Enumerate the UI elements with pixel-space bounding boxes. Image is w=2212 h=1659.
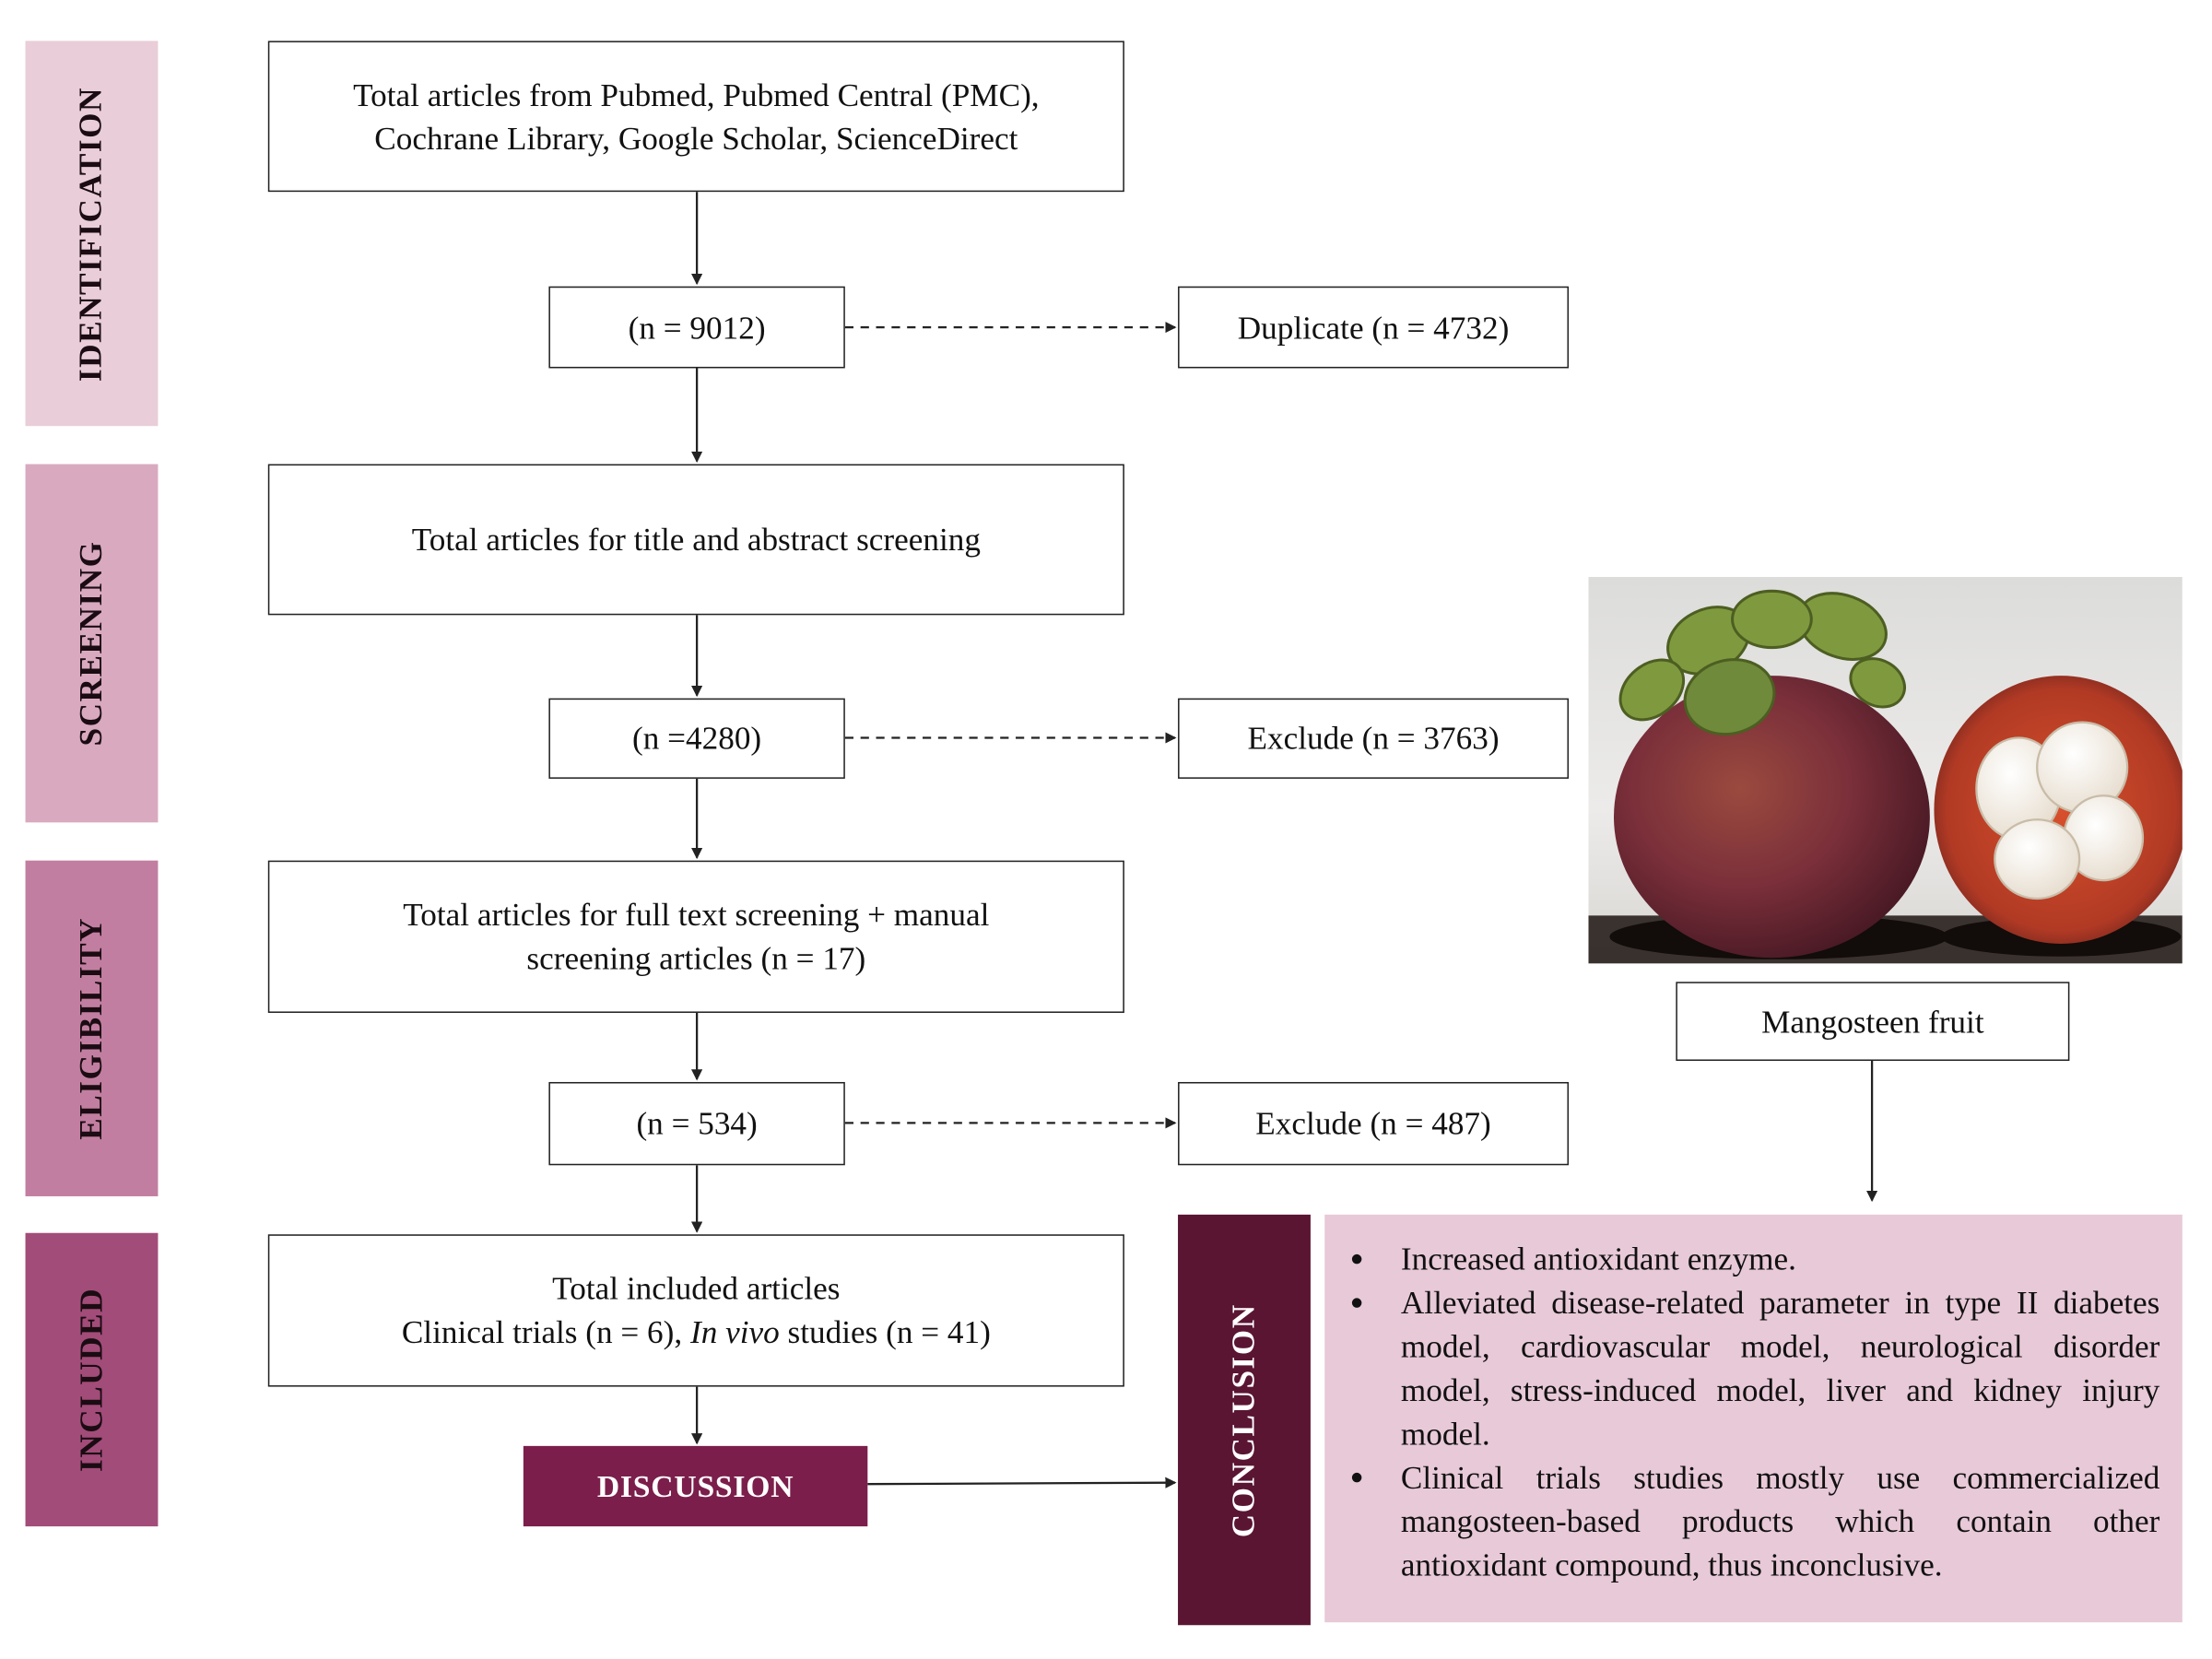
- box-total-articles: Total articles from Pubmed, Pubmed Centr…: [267, 41, 1124, 193]
- discussion-label: DISCUSSION: [596, 1467, 794, 1503]
- arrow-discussion-to-conclusion: [867, 1477, 1177, 1488]
- box-full-text-line-1: Total articles for full text screening +…: [403, 897, 990, 933]
- box-n-total: (n = 9012): [548, 286, 845, 369]
- box-mangosteen-fruit-label: Mangosteen fruit: [1761, 1004, 1984, 1040]
- conclusion-bullet: Alleviated disease-related parameter in …: [1339, 1281, 2160, 1456]
- box-n-screen-label: (n =4280): [632, 721, 762, 757]
- phase-eligibility: ELIGIBILITY: [25, 860, 159, 1196]
- box-included-counts: Clinical trials (n = 6), In vivo studies…: [402, 1311, 991, 1354]
- box-exclude-eligible: Exclude (n = 487): [1178, 1081, 1570, 1166]
- box-total-articles-line-1: Total articles from Pubmed, Pubmed Centr…: [353, 76, 1040, 112]
- box-n-eligible-label: (n = 534): [636, 1105, 758, 1142]
- box-full-text-line-2: screening articles (n = 17): [526, 940, 866, 977]
- mangosteen-fruit-image: [1588, 577, 2183, 964]
- box-duplicate-label: Duplicate (n = 4732): [1237, 309, 1510, 346]
- box-n-total-label: (n = 9012): [628, 309, 766, 346]
- box-included: Total included articles Clinical trials …: [267, 1234, 1124, 1387]
- box-exclude-eligible-label: Exclude (n = 487): [1255, 1105, 1491, 1142]
- discussion-box: DISCUSSION: [523, 1445, 868, 1527]
- box-exclude-screen: Exclude (n = 3763): [1178, 698, 1570, 779]
- box-included-invivo-rest: studies (n = 41): [779, 1314, 991, 1350]
- box-mangosteen-fruit: Mangosteen fruit: [1676, 982, 2070, 1062]
- box-duplicate: Duplicate (n = 4732): [1178, 286, 1570, 369]
- conclusion-bullet: Increased antioxidant enzyme.: [1339, 1237, 2160, 1280]
- box-n-screen: (n =4280): [548, 698, 845, 779]
- conclusion-tab: CONCLUSION: [1178, 1214, 1311, 1626]
- phase-screening: SCREENING: [25, 464, 159, 823]
- conclusion-bullet: Clinical trials studies mostly use comme…: [1339, 1456, 2160, 1587]
- box-included-invivo-italic: In vivo: [689, 1314, 780, 1350]
- box-title-abstract-label: Total articles for title and abstract sc…: [411, 522, 981, 558]
- box-full-text: Total articles for full text screening +…: [267, 860, 1124, 1013]
- phase-included: INCLUDED: [25, 1232, 159, 1527]
- phase-identification: IDENTIFICATION: [25, 41, 159, 427]
- conclusion-tab-label: CONCLUSION: [1226, 1302, 1262, 1537]
- box-n-eligible: (n = 534): [548, 1081, 845, 1166]
- box-exclude-screen-label: Exclude (n = 3763): [1247, 721, 1500, 757]
- conclusion-list: Increased antioxidant enzyme. Alleviated…: [1339, 1237, 2160, 1587]
- box-included-clinical: Clinical trials (n = 6),: [401, 1314, 690, 1350]
- box-total-articles-line-2: Cochrane Library, Google Scholar, Scienc…: [374, 120, 1018, 157]
- box-title-abstract: Total articles for title and abstract sc…: [267, 464, 1124, 616]
- conclusion-panel: Increased antioxidant enzyme. Alleviated…: [1324, 1214, 2183, 1623]
- box-included-title: Total included articles: [552, 1271, 841, 1307]
